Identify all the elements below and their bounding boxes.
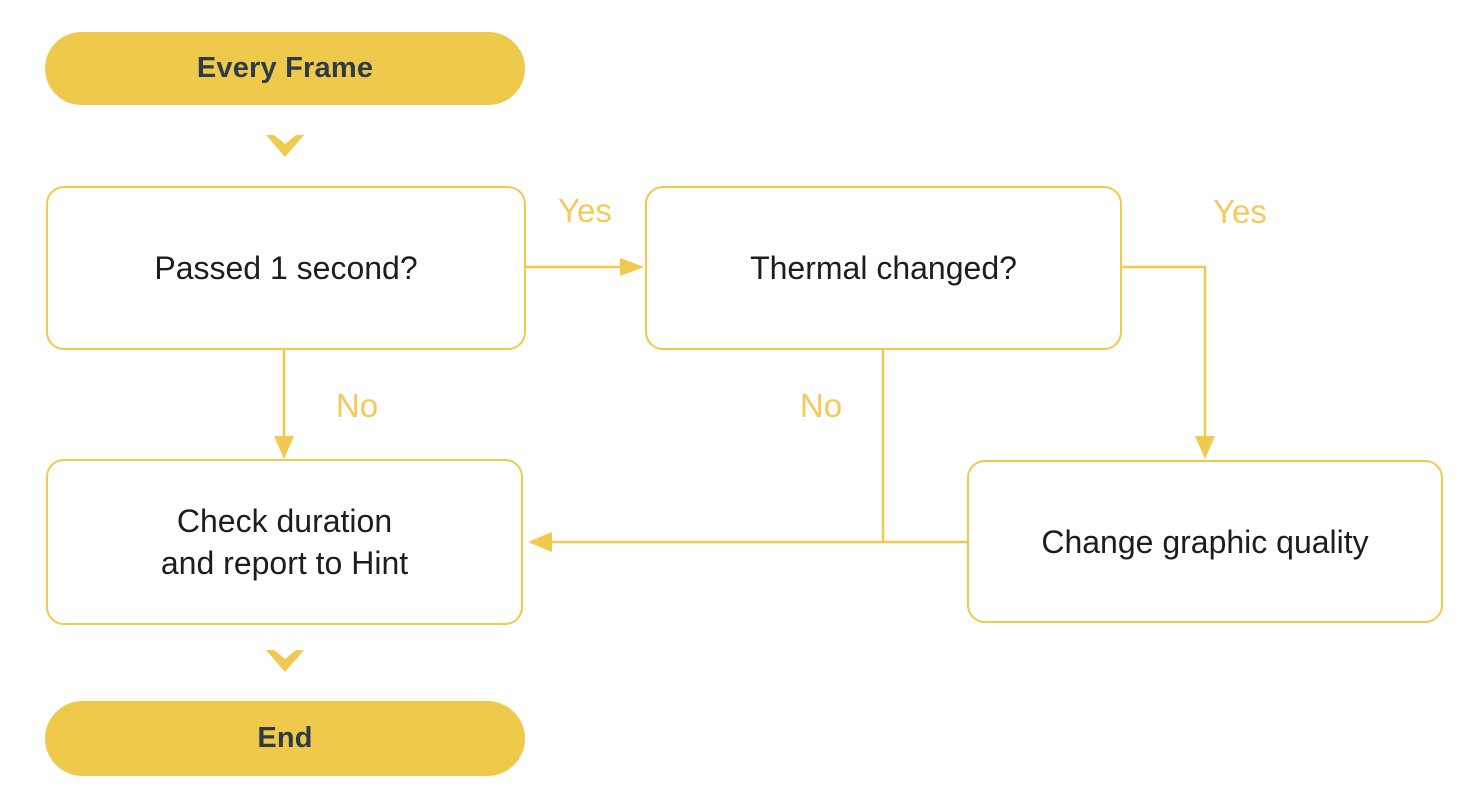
node-end: End xyxy=(45,701,525,776)
arrowhead-down-icon xyxy=(1195,436,1215,459)
arrowhead-left-icon xyxy=(528,532,552,552)
node-thermal-changed: Thermal changed? xyxy=(645,186,1122,350)
arrowhead-down-icon xyxy=(274,436,294,459)
node-end-label: End xyxy=(257,722,313,754)
node-every-frame-label: Every Frame xyxy=(196,52,374,84)
node-passed-1-second-label: Passed 1 second? xyxy=(154,250,418,286)
node-change-graphic-quality: Change graphic quality xyxy=(967,460,1443,623)
edge-label-thermal-yes: Yes xyxy=(1213,193,1267,230)
node-thermal-changed-label: Thermal changed? xyxy=(750,250,1017,286)
chevron-down-icon xyxy=(266,650,304,672)
node-check-duration-line1: Check duration xyxy=(176,503,393,539)
chevron-down-icon xyxy=(266,135,304,157)
node-change-graphic-quality-label: Change graphic quality xyxy=(1041,523,1369,560)
edge-label-passed-no: No xyxy=(335,387,379,424)
edge-label-passed-yes: Yes xyxy=(558,192,612,229)
arrowhead-right-icon xyxy=(620,258,644,276)
node-passed-1-second: Passed 1 second? xyxy=(46,186,526,350)
edge-thermal-yes-line xyxy=(1122,265,1207,437)
edge-label-thermal-no: No xyxy=(799,387,843,424)
node-check-duration-line2: and report to Hint xyxy=(160,545,409,581)
node-every-frame: Every Frame xyxy=(45,32,525,105)
node-check-duration: Check duration and report to Hint xyxy=(46,459,523,625)
